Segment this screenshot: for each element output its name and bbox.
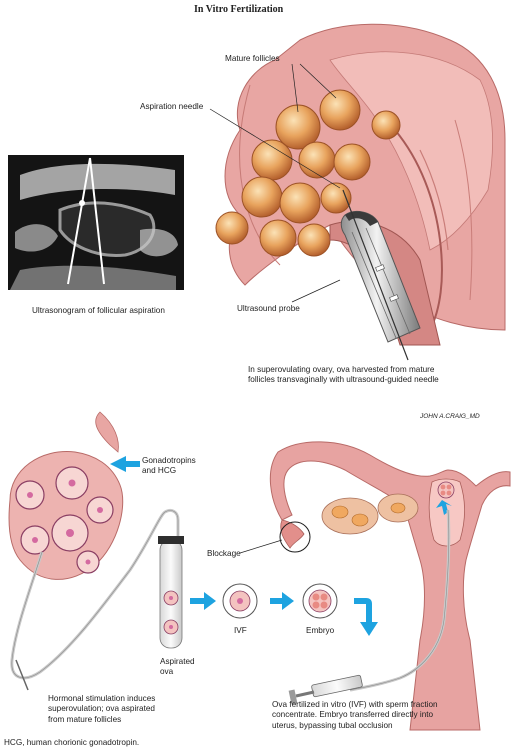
caption-line: follicles transvaginally with ultrasound… — [248, 375, 439, 385]
ultrasonogram-image — [8, 155, 184, 290]
ova-caption: Ova fertilized in vitro (IVF) with sperm… — [272, 700, 438, 731]
aspirated-ova-label: Aspirated ova — [160, 657, 195, 678]
superovulating-caption: In superovulating ovary, ova harvested f… — [248, 365, 439, 386]
caption-line: Hormonal stimulation induces — [48, 694, 156, 703]
aspiration-needle — [342, 189, 409, 361]
ivf-disc — [222, 583, 258, 619]
hormonal-caption: Hormonal stimulation induces superovulat… — [48, 694, 155, 725]
gonadotropins-label: Gonadotropins and HCG — [142, 456, 196, 477]
mature-follicles — [215, 89, 401, 257]
embryo-label: Embryo — [306, 626, 335, 635]
label-line: ova — [160, 667, 174, 677]
top-anatomy — [209, 23, 506, 361]
transfer-syringe — [288, 674, 363, 705]
label-line: Aspirated — [160, 657, 195, 666]
caption-line: superovulation; ova aspirated — [48, 704, 155, 714]
caption-line: concentrate. Embryo transferred directly… — [272, 710, 434, 720]
aspiration-needle-label: Aspiration needle — [140, 102, 204, 111]
blockage-label: Blockage — [207, 549, 241, 558]
ultrasonogram-caption: Ultrasonogram of follicular aspiration — [32, 306, 165, 315]
blue-arrow-icon — [110, 456, 378, 636]
page-title: In Vitro Fertilization — [194, 4, 284, 15]
label-line: Gonadotropins — [142, 456, 196, 465]
ivf-label: IVF — [234, 626, 247, 635]
caption-line: uterus, bypassing tubal occlusion — [272, 720, 393, 730]
mature-follicles-label: Mature follicles — [225, 54, 280, 63]
footnote: HCG, human chorionic gonadotropin. — [4, 738, 140, 747]
caption-line: from mature follicles — [48, 714, 122, 724]
bottom-ovary — [8, 411, 184, 691]
label-line: and HCG — [142, 466, 177, 476]
ultrasound-probe-label: Ultrasound probe — [237, 304, 300, 313]
bottom-uterus — [239, 441, 511, 731]
signature: JOHN A.CRAIG_MD — [420, 413, 480, 420]
embryo-disc — [302, 583, 338, 619]
caption-line: In superovulating ovary, ova harvested f… — [248, 365, 435, 374]
ultrasound-probe — [340, 211, 421, 343]
caption-line: Ova fertilized in vitro (IVF) with sperm… — [272, 700, 438, 709]
